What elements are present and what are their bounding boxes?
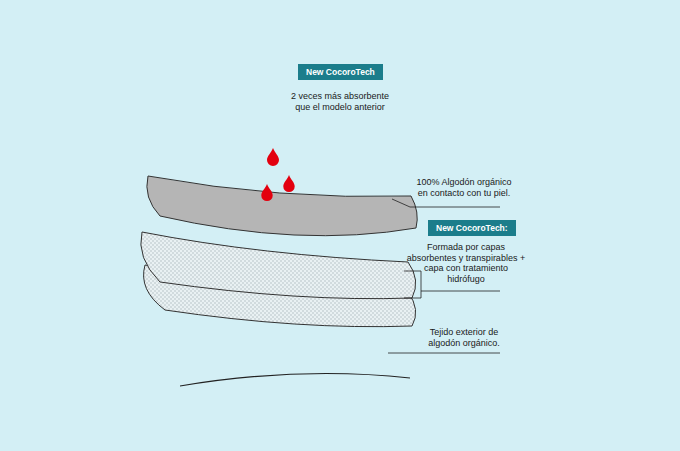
badge-text: New CocoroTech: — [436, 223, 508, 233]
blood-drops — [261, 148, 294, 201]
leader-line — [388, 353, 500, 354]
annotation-text: 100% Algodón orgánico en contacto con tu… — [414, 177, 514, 198]
badge-box: New CocoroTech — [298, 64, 383, 80]
drop — [283, 175, 294, 192]
leader-line — [392, 199, 500, 207]
annotation-text: Tejido exterior de algodón orgánico. — [418, 327, 510, 348]
absorbent-layer — [141, 232, 416, 299]
drop — [267, 148, 279, 166]
badge-text: New CocoroTech — [306, 67, 375, 77]
annotation-text: 2 veces más absorbente que el modelo ant… — [286, 91, 394, 112]
badge-box: New CocoroTech: — [428, 220, 516, 236]
cotton-top-layer — [147, 176, 417, 236]
outer-fabric-line — [180, 374, 410, 387]
annotation-text: Formada por capas absorbentes y transpir… — [405, 242, 527, 284]
drop — [261, 184, 272, 201]
